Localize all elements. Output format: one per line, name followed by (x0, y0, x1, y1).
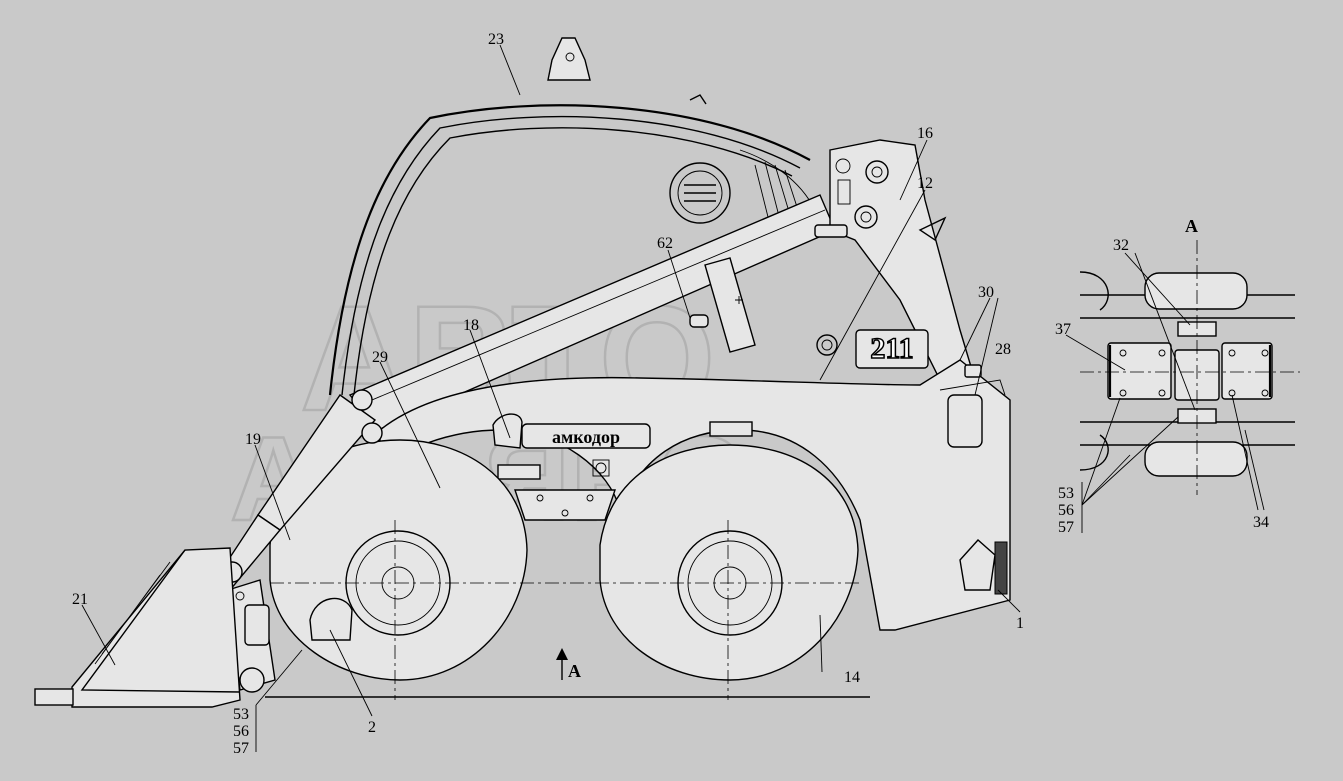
callout-14: 14 (844, 669, 860, 686)
leader-lines (81, 44, 1265, 752)
brand-decal (521, 423, 651, 449)
rear-tower: 211 (814, 139, 976, 391)
callout-left-53: 53 (233, 706, 249, 723)
bucket (34, 547, 241, 708)
callout-37: 37 (1055, 321, 1071, 338)
cab-frame (328, 37, 811, 396)
wheels (270, 520, 860, 700)
view-a-title: A (1185, 216, 1198, 236)
callout-right-53: 53 (1058, 485, 1074, 502)
callout-18: 18 (463, 317, 479, 334)
view-a-detail: A (1079, 216, 1300, 495)
callout-19: 19 (245, 431, 261, 448)
callout-32: 32 (1113, 237, 1129, 254)
rear-light (959, 539, 1008, 595)
callout-62: 62 (657, 235, 673, 252)
number-plate (855, 329, 929, 369)
callout-34: 34 (1253, 514, 1269, 531)
callout-2: 2 (368, 719, 376, 736)
callout-right-56: 56 (1058, 502, 1074, 519)
number-plate-text: 211 (870, 332, 913, 365)
callout-left-56: 56 (233, 723, 249, 740)
callout-12: 12 (917, 175, 933, 192)
foot-step (309, 597, 353, 641)
brand-decal-text: амкодор (552, 427, 620, 447)
callout-right-57: 57 (1058, 519, 1074, 536)
callout-28: 28 (995, 341, 1011, 358)
view-arrow-a: A (556, 648, 581, 681)
callout-left-57: 57 (233, 740, 249, 757)
callout-16: 16 (917, 125, 933, 142)
callout-1: 1 (1016, 615, 1024, 632)
callout-30: 30 (978, 284, 994, 301)
callout-29: 29 (372, 349, 388, 366)
callout-23: 23 (488, 31, 504, 48)
callouts: 23 16 12 62 18 29 19 21 30 28 1 14 2 32 … (72, 31, 1269, 757)
callout-21: 21 (72, 591, 88, 608)
view-arrow-label: A (568, 661, 581, 681)
